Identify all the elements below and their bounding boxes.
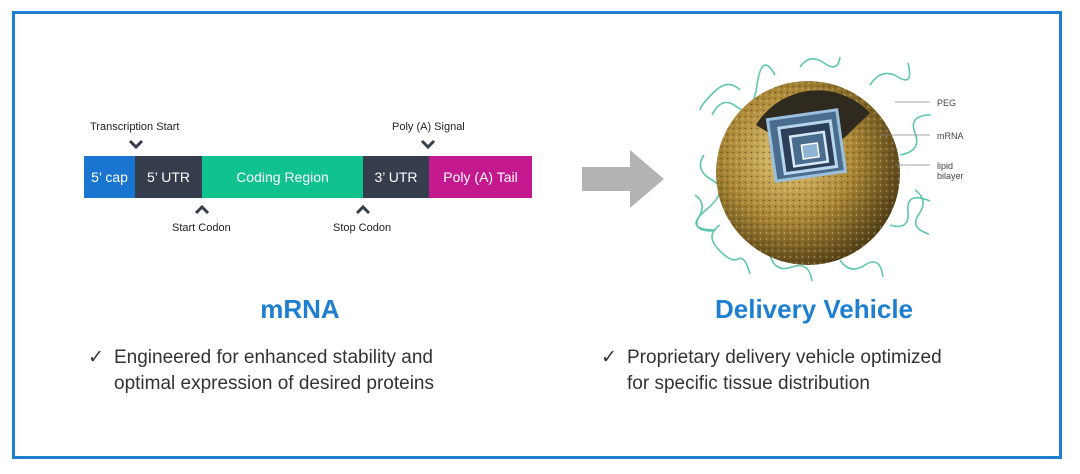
check-icon: ✓ <box>601 345 617 371</box>
mrna-bullet: ✓ Engineered for enhanced stability and … <box>88 345 558 401</box>
chevron-up-icon <box>194 204 210 215</box>
mrna-layer-label: mRNA <box>937 131 964 141</box>
peg-label: PEG <box>937 98 956 108</box>
segment-5-utr: 5’ UTR <box>135 156 202 198</box>
transcription-start-label: Transcription Start <box>90 121 179 133</box>
delivery-bullet: ✓ Proprietary delivery vehicle optimized… <box>601 345 1041 401</box>
segment-coding-region: Coding Region <box>202 156 363 198</box>
segment-5-cap: 5’ cap <box>84 156 135 198</box>
check-icon: ✓ <box>88 345 104 371</box>
right-arrow-icon <box>582 150 664 208</box>
delivery-vehicle-title: Delivery Vehicle <box>664 294 964 325</box>
mrna-bullet-line1: Engineered for enhanced stability and <box>114 345 433 371</box>
delivery-bullet-line1: Proprietary delivery vehicle optimized <box>627 345 942 371</box>
lipid-label: lipid <box>937 161 953 171</box>
mrna-title: mRNA <box>200 294 400 325</box>
mrna-bullet-line2: optimal expression of desired proteins <box>114 371 434 397</box>
chevron-down-icon <box>420 139 436 150</box>
segment-poly-a-tail: Poly (A) Tail <box>429 156 532 198</box>
start-codon-label: Start Codon <box>172 222 231 234</box>
delivery-bullet-line2: for specific tissue distribution <box>627 371 870 397</box>
chevron-up-icon <box>355 204 371 215</box>
segment-3-utr: 3’ UTR <box>363 156 429 198</box>
chevron-down-icon <box>128 139 144 150</box>
poly-a-signal-label: Poly (A) Signal <box>392 121 465 133</box>
lipid-nanoparticle-illustration <box>690 55 940 290</box>
bilayer-label: bilayer <box>937 171 964 181</box>
stop-codon-label: Stop Codon <box>333 222 391 234</box>
